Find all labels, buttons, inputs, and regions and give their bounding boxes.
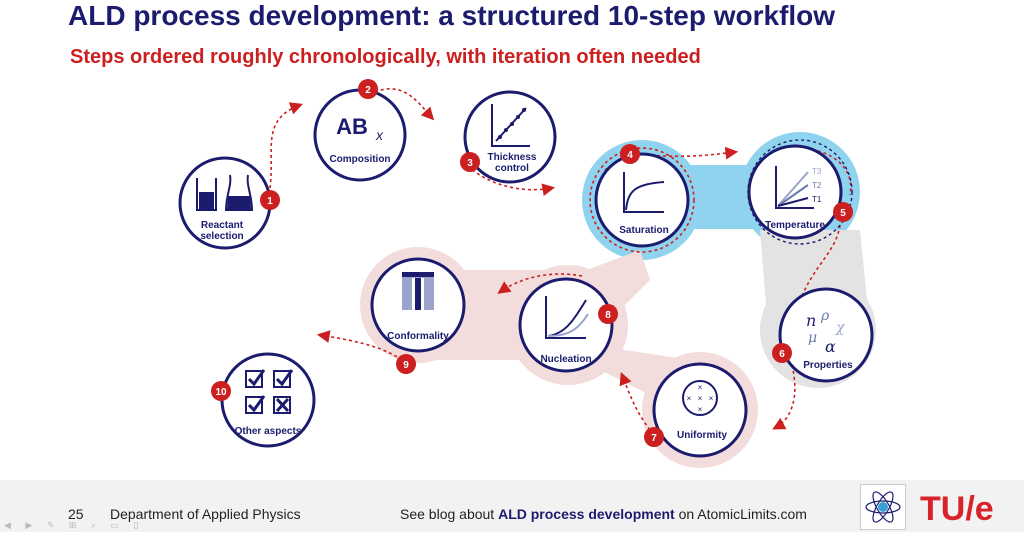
blog-topic: ALD process development: [498, 506, 675, 522]
atomic-limits-logo-icon: [860, 484, 906, 530]
step-node-8: Nucleation 8: [518, 277, 618, 373]
step-node-7: × × × × × Uniformity 7: [644, 362, 748, 458]
step-node-4: Saturation 4: [589, 144, 695, 253]
symbol-mu: μ: [808, 330, 817, 346]
step-badge-9: [396, 354, 416, 374]
arrow-7-to-8: [619, 372, 651, 431]
greek-symbols-icon: n ρ μ χ α: [806, 308, 846, 356]
wafer-points-icon: × × × × ×: [682, 380, 718, 416]
step-badge-3: [460, 152, 480, 172]
step-node-5: T3 T2 T1 Temperature 5: [747, 139, 853, 245]
curve-label-t2: T2: [812, 181, 822, 190]
abx-formula-icon: AB: [336, 114, 368, 139]
trench-icon: [402, 272, 434, 310]
step-label-3-line2: control: [495, 163, 529, 174]
step-node-3: Thickness control 3: [460, 90, 557, 184]
step-number-8: 8: [605, 310, 611, 321]
tue-logo: TU/e: [920, 490, 994, 528]
slide-footer: 25 Department of Applied Physics See blo…: [0, 480, 1024, 532]
step-number-1: 1: [267, 196, 273, 207]
step-label-7: Uniformity: [677, 430, 727, 441]
step-number-5: 5: [840, 208, 846, 219]
step-badge-4: [620, 144, 640, 164]
step-node-9: Conformality 9: [370, 257, 466, 374]
svg-text:×: ×: [698, 394, 703, 403]
arrow-9-to-10: [316, 330, 403, 361]
step-label-10: Other aspects: [235, 426, 302, 437]
arrow-5-to-6: [785, 224, 841, 344]
step-number-6: 6: [779, 349, 785, 360]
arrow-2-to-3: [374, 88, 435, 121]
step-badge-2: [358, 79, 378, 99]
step-node-10: Other aspects 10: [211, 352, 316, 448]
svg-text:×: ×: [698, 405, 703, 414]
step-badge-10: [211, 381, 231, 401]
curve-label-t1: T1: [812, 195, 822, 204]
arrow-8-to-9: [497, 273, 583, 294]
blog-reference: See blog about ALD process development o…: [400, 506, 807, 522]
step-number-3: 3: [467, 158, 473, 169]
step-label-9: Conformality: [387, 331, 449, 342]
step-number-7: 7: [651, 433, 657, 444]
step-label-5: Temperature: [765, 220, 825, 231]
step-label-6: Properties: [803, 360, 853, 371]
svg-text:×: ×: [698, 383, 703, 392]
step-badge-1: [260, 190, 280, 210]
step-number-9: 9: [403, 360, 409, 371]
step-number-2: 2: [365, 85, 371, 96]
step-label-2: Composition: [329, 154, 390, 165]
beakers-icon: [196, 174, 254, 211]
svg-text:×: ×: [687, 394, 692, 403]
step-label-1-line1: Reactant: [201, 220, 244, 231]
checklist-icon: [245, 369, 294, 414]
nucleation-curve-icon: [545, 296, 589, 339]
step-node-2: AB x Composition 2: [313, 79, 407, 182]
symbol-alpha: α: [825, 337, 836, 356]
abx-subscript: x: [375, 127, 384, 143]
step-badge-5: [833, 202, 853, 222]
curve-label-t3: T3: [812, 167, 822, 176]
step-badge-6: [772, 343, 792, 363]
workflow-diagram: Reactant selection 1 AB x Composition 2 …: [178, 79, 876, 468]
step-number-10: 10: [215, 387, 227, 398]
page-number: 25: [68, 506, 84, 522]
temperature-lines-icon: T3 T2 T1: [775, 166, 822, 209]
step-node-6: n ρ μ χ α Properties 6: [772, 287, 874, 383]
step-badge-7: [644, 427, 664, 447]
linear-growth-plot-icon: [491, 104, 530, 147]
arrow-temperature-loop: [799, 147, 852, 196]
department-name: Department of Applied Physics: [110, 506, 301, 522]
svg-text:×: ×: [709, 394, 714, 403]
symbol-n: n: [806, 311, 816, 330]
symbol-rho: ρ: [820, 308, 830, 324]
saturation-curve-icon: [623, 172, 665, 213]
step-label-8: Nucleation: [540, 354, 591, 365]
step-label-1-line2: selection: [200, 231, 243, 242]
step-badge-8: [598, 304, 618, 324]
slide-nav-icons[interactable]: ◀ ▶ ✎ ⊞ ⌕ ▭ ▯: [4, 520, 145, 530]
slide-title: ALD process development: a structured 10…: [68, 0, 836, 31]
step-number-4: 4: [627, 150, 633, 161]
blog-prefix: See blog about: [400, 506, 495, 522]
blog-suffix: on AtomicLimits.com: [678, 506, 807, 522]
arrow-1-to-2: [269, 102, 303, 189]
step-label-4: Saturation: [619, 225, 668, 236]
step-label-3-line1: Thickness: [488, 152, 537, 163]
symbol-chi: χ: [835, 320, 846, 336]
step-node-1: Reactant selection 1: [178, 156, 280, 250]
slide-subtitle: Steps ordered roughly chronologically, w…: [70, 46, 701, 68]
